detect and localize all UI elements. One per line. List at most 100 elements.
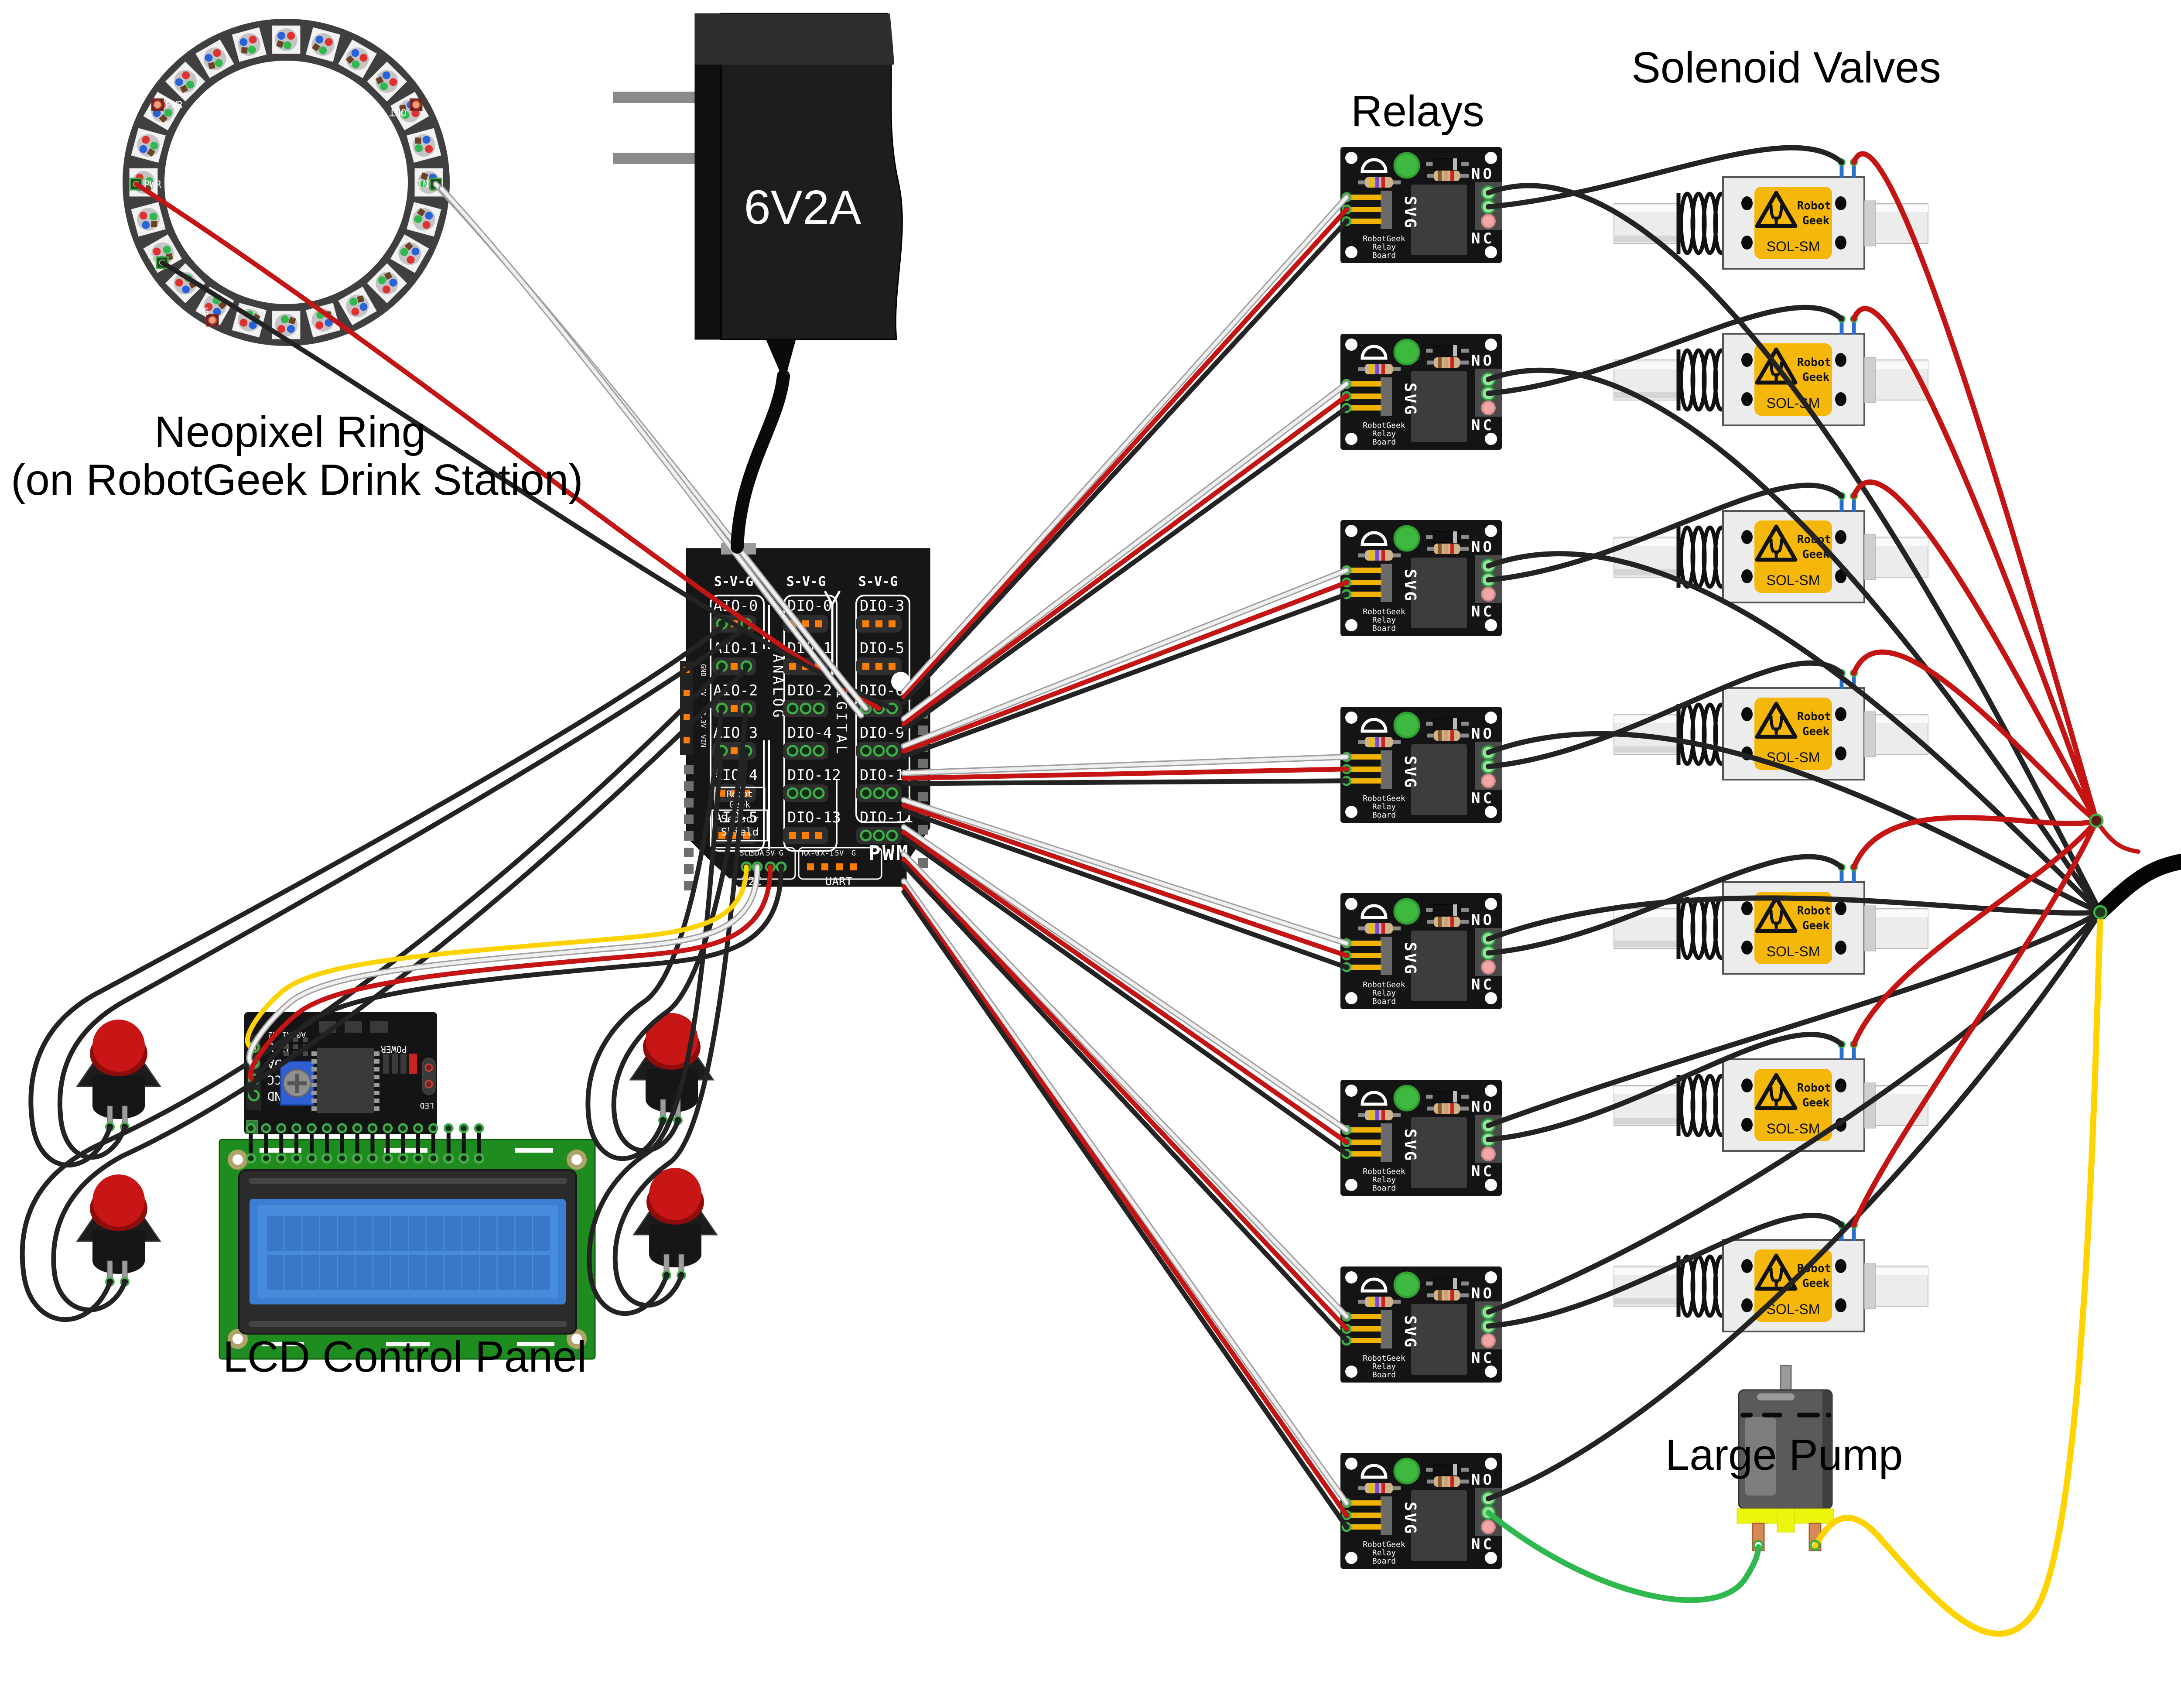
- resistor-band: [1450, 917, 1454, 928]
- power-pin-label: VIN: [699, 735, 708, 747]
- pwr-pad-label: PWR: [165, 100, 183, 111]
- pin-row-label: DIO-9: [860, 724, 904, 742]
- red-die: [411, 109, 420, 117]
- mount-hole: [1485, 1085, 1497, 1097]
- terminal-nc: [1481, 587, 1496, 602]
- valve-hole: [1741, 392, 1753, 406]
- button-body: [646, 1069, 698, 1112]
- ic-pin: [311, 1051, 317, 1056]
- green-die: [401, 111, 410, 119]
- blue-die: [315, 35, 324, 44]
- valve-hole: [1741, 901, 1753, 915]
- wire-pad: [813, 702, 825, 715]
- pin-pad: [815, 832, 822, 839]
- ic-pin: [374, 1099, 379, 1103]
- uart-title: UART: [825, 875, 853, 888]
- char-cell: [515, 1216, 532, 1251]
- valve-brand: Geek: [1802, 725, 1830, 738]
- resistor-band: [1450, 730, 1454, 741]
- no-label: NO: [1471, 1098, 1494, 1116]
- wire-pad: [752, 861, 763, 873]
- relay-cube: [1411, 558, 1467, 629]
- mount-hole: [1345, 152, 1357, 164]
- pin-row-label: AIO-0: [713, 597, 758, 615]
- wire-pad: [786, 745, 799, 757]
- jumper-pad: [284, 1051, 289, 1056]
- die-chip: [276, 40, 284, 48]
- wire-pad: [383, 1153, 393, 1164]
- wire-pad: [1341, 1335, 1352, 1346]
- wire-pad: [740, 702, 752, 715]
- large-pump: [1737, 1365, 1834, 1551]
- green-die: [415, 144, 423, 152]
- blue-die: [205, 54, 213, 62]
- valve-model: SOL-SM: [1767, 239, 1820, 254]
- wire-pad: [306, 1123, 317, 1133]
- resistor-band: [1381, 1483, 1385, 1494]
- nc-label: NC: [1471, 976, 1494, 993]
- pin-pad: [815, 663, 822, 670]
- wire-pad: [428, 1153, 438, 1164]
- relay-board-name: Board: [1372, 624, 1396, 633]
- wire-pad: [673, 1116, 683, 1125]
- tube-highlight: [1876, 539, 1928, 546]
- die-chip: [208, 62, 215, 69]
- resistor-band: [1381, 1296, 1385, 1307]
- svg-group-header: S-V-G: [786, 574, 826, 589]
- wire-pad: [740, 745, 752, 757]
- wire-pad: [413, 1123, 424, 1133]
- pin-row-label: DIO-12: [787, 767, 841, 784]
- header-pin: [1347, 1326, 1381, 1331]
- char-cell: [373, 1255, 390, 1290]
- terminal-no: [1481, 372, 1496, 387]
- wire-pad: [367, 1153, 378, 1164]
- valve-hole: [1741, 941, 1753, 955]
- mount-hole: [1345, 992, 1357, 1005]
- resistor-band: [1375, 1483, 1379, 1494]
- uart-pin-label: RX-0: [802, 849, 820, 858]
- tube-highlight: [1876, 910, 1928, 917]
- green-die: [248, 45, 256, 54]
- char-cell: [462, 1255, 479, 1290]
- valve-hole: [1741, 569, 1753, 583]
- pin-row-label: DIO-10: [860, 767, 913, 784]
- pin-row-label: DIO-4: [787, 724, 832, 742]
- die-chip: [420, 172, 428, 180]
- uart-pin-label: G: [851, 849, 856, 858]
- tube-highlight: [1876, 1087, 1928, 1094]
- relay-board-name: RobotGeek: [1363, 980, 1405, 989]
- ic-pin: [374, 1075, 379, 1079]
- tube-shade: [1614, 746, 1680, 753]
- wire-pad: [1850, 669, 1858, 677]
- char-cell: [284, 1216, 301, 1251]
- wire-pad: [1341, 216, 1352, 226]
- terminal-com: [1481, 1505, 1496, 1520]
- jumper-pad: [293, 1037, 298, 1042]
- edge-pad: [684, 781, 694, 791]
- tube-shade: [1614, 569, 1680, 575]
- wire-pad: [1838, 1041, 1846, 1048]
- terminal-nc: [1481, 773, 1496, 788]
- char-cell: [533, 1216, 550, 1251]
- header-block: [1381, 377, 1392, 416]
- ic-pin: [374, 1059, 379, 1064]
- wire-pad: [658, 1116, 668, 1125]
- mount-hole: [1485, 805, 1497, 818]
- svg-header-label: SVG: [1401, 196, 1419, 229]
- mount-hole: [1345, 246, 1357, 258]
- wire-pad: [1341, 1324, 1352, 1334]
- svg-header-label: SVG: [1401, 569, 1419, 602]
- silk-tick: [517, 1342, 554, 1346]
- terminal-no: [1481, 1304, 1496, 1320]
- tube-collar: [1864, 357, 1876, 403]
- terminal-com: [1481, 199, 1496, 214]
- i2c-pin-label: SDA: [751, 849, 764, 858]
- pin-pad: [850, 863, 857, 870]
- cable-taper: [766, 339, 796, 382]
- pin-pad: [875, 663, 882, 670]
- wire-pad: [443, 1153, 454, 1164]
- diode-band: [1453, 718, 1457, 729]
- header-pin: [1347, 754, 1381, 760]
- smd-pad: [400, 1054, 407, 1074]
